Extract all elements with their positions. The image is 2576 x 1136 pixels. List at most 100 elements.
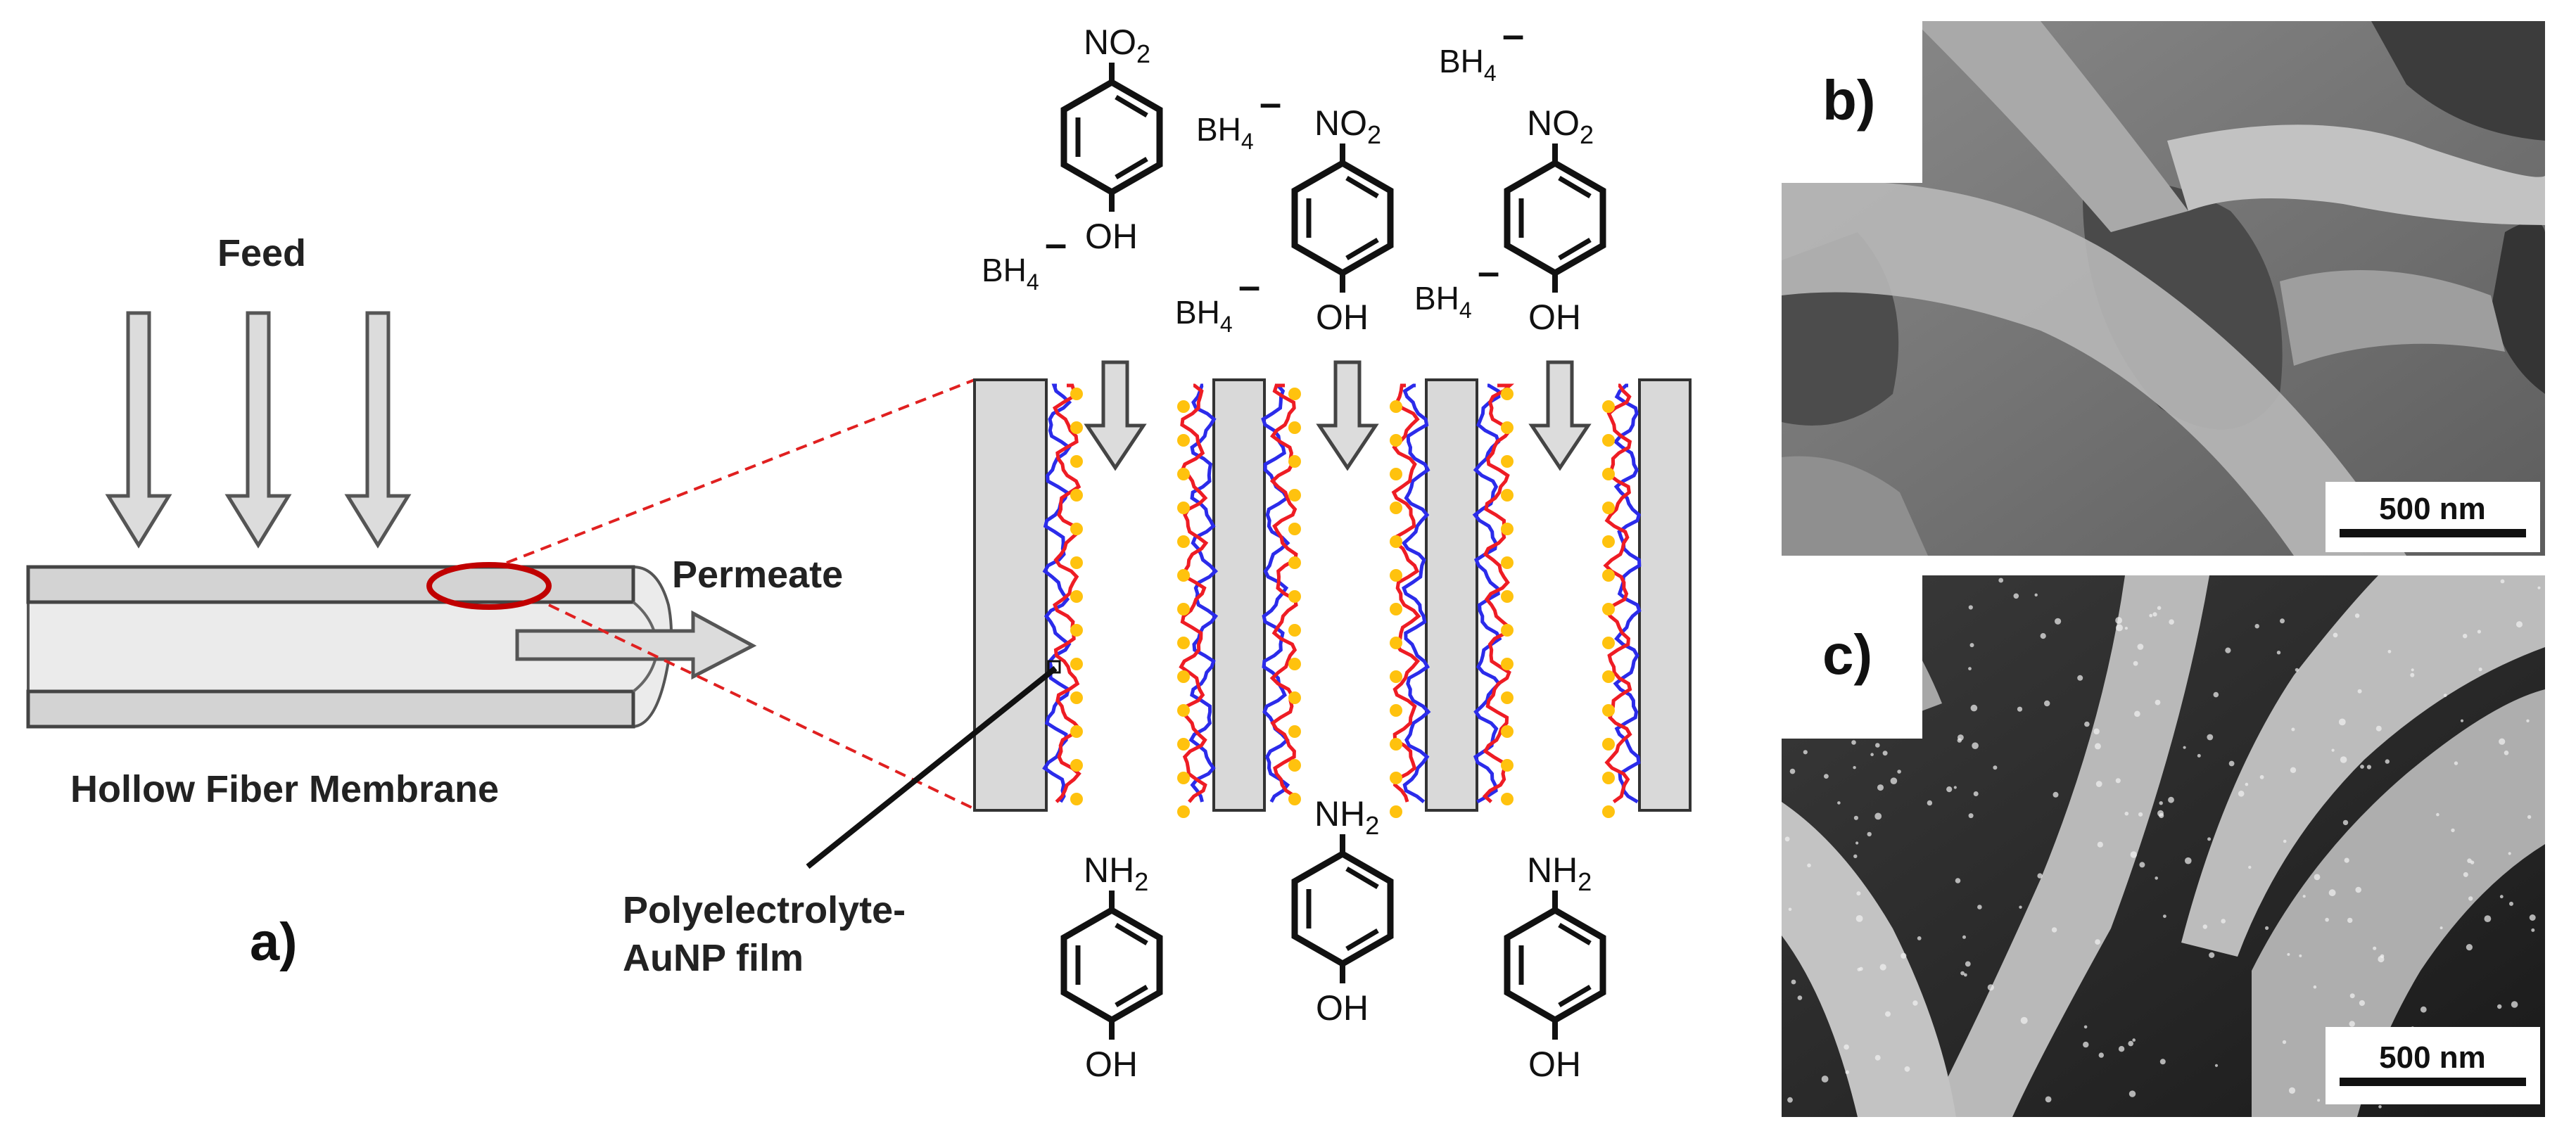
borohydride-2: BH4 – [1196, 80, 1281, 154]
sem-nanoparticle-dot [1874, 812, 1882, 820]
sem-nanoparticle-dot [1885, 1011, 1891, 1017]
gold-nanoparticle [1602, 502, 1615, 514]
gold-nanoparticle [1177, 670, 1190, 683]
sem-nanoparticle-dot [2221, 919, 2226, 924]
sem-nanoparticle-dot [2124, 627, 2128, 630]
sem-nanoparticle-dot [2470, 860, 2475, 864]
gold-nanoparticle [1288, 489, 1301, 502]
sem-nanoparticle-dot [1957, 738, 1962, 743]
gold-nanoparticle [1177, 468, 1190, 480]
sem-nanoparticle-dot [1912, 1000, 1918, 1006]
borohydride-3: BH4 – [1175, 263, 1260, 337]
sem-nanoparticle-dot [2034, 593, 2038, 596]
svg-text:OH: OH [1085, 1045, 1138, 1084]
sem-nanoparticle-dot [1824, 774, 1829, 779]
sem-nanoparticle-dot [2083, 1025, 2088, 1029]
sem-nanoparticle-dot [2159, 1059, 2166, 1065]
svg-text:–: – [1238, 263, 1260, 307]
gold-nanoparticle [1070, 793, 1083, 805]
sem-nanoparticle-dot [2516, 621, 2523, 628]
sem-nanoparticle-dot [2149, 613, 2153, 618]
sem-nanoparticle-dot [2202, 924, 2207, 929]
film-callout: Polyelectrolyte- AuNP film [623, 660, 1061, 979]
gold-nanoparticle [1602, 670, 1615, 683]
sem-nanoparticle-dot [2451, 828, 2455, 833]
sem-nanoparticle-dot [2115, 778, 2121, 784]
film-label-line-1: Polyelectrolyte- [623, 889, 906, 931]
flow-arrow-1 [1084, 360, 1147, 471]
sem-nanoparticle-dot [2387, 649, 2392, 653]
svg-text:NH2: NH2 [1314, 794, 1379, 840]
gold-nanoparticle [1177, 772, 1190, 784]
sem-nanoparticle-dot [2466, 944, 2473, 951]
sem-nanoparticle-dot [2288, 1087, 2296, 1094]
svg-text:–: – [1478, 249, 1499, 293]
sem-nanoparticle-dot [2134, 710, 2140, 717]
polyelectrolyte-chain [1391, 383, 1421, 803]
sem-nanoparticle-dot [2317, 1099, 2321, 1102]
gold-nanoparticle [1390, 535, 1402, 548]
sem-nanoparticle-dot [2342, 819, 2349, 826]
sem-nanoparticle-dot [1927, 800, 1933, 806]
sem-nanoparticle-dot [1879, 964, 1886, 971]
sem-nanoparticle-dot [2328, 889, 2336, 897]
svg-text:NH2: NH2 [1527, 850, 1592, 896]
gold-nanoparticle [1501, 691, 1514, 704]
hollow-fiber-membrane [26, 562, 673, 729]
gold-nanoparticle [1501, 523, 1514, 535]
gold-nanoparticle [1390, 670, 1402, 683]
sem-nanoparticle-dot [2159, 801, 2163, 805]
sem-nanoparticle-dot [2410, 672, 2415, 677]
sem-nanoparticle-dot [2347, 917, 2353, 924]
sem-nanoparticle-dot [2313, 985, 2317, 989]
sem-nanoparticle-dot [1821, 1076, 1829, 1083]
sem-nanoparticle-dot [2295, 668, 2299, 672]
sem-nanoparticle-dot [2340, 756, 2347, 763]
svg-text:OH: OH [1528, 298, 1581, 337]
aminophenol-molecule-2: NH2 OH [1295, 794, 1390, 1028]
pore-cross-section [973, 360, 1692, 818]
sem-nanoparticle-dot [2214, 1064, 2219, 1067]
sem-nanoparticle-dot [2378, 1105, 2382, 1109]
sem-nanoparticle-dot [2373, 946, 2377, 950]
sem-nanoparticle-dot [2439, 926, 2443, 930]
gold-nanoparticle [1390, 738, 1402, 751]
sem-nanoparticle-dot [1875, 743, 1880, 748]
sem-nanoparticle-dot [1882, 751, 1888, 756]
sem-nanoparticle-dot [1787, 1097, 1793, 1103]
sem-nanoparticle-dot [1968, 667, 1972, 670]
sem-nanoparticle-dot [1867, 831, 1872, 837]
gold-nanoparticle [1070, 759, 1083, 772]
sem-nanoparticle-dot [2349, 1021, 2355, 1027]
gold-nanoparticle [1070, 489, 1083, 502]
gold-nanoparticle [1288, 421, 1301, 434]
sem-nanoparticle-dot [2133, 660, 2138, 666]
svg-text:NO2: NO2 [1084, 23, 1150, 68]
sem-nanoparticle-dot [2159, 812, 2164, 819]
gold-nanoparticle [1288, 388, 1301, 400]
sem-nanoparticle-dot [1788, 907, 1792, 912]
sem-nanoparticle-dot [1993, 765, 1998, 770]
svg-text:BH4: BH4 [1175, 294, 1233, 337]
sem-nanoparticle-dot [1890, 777, 1898, 784]
sem-nanoparticle-dot [2302, 895, 2306, 898]
sem-nanoparticle-dot [2344, 857, 2349, 863]
polyelectrolyte-chain [1603, 383, 1632, 804]
sem-nanoparticle-dot [2526, 719, 2530, 722]
gold-nanoparticle [1390, 772, 1402, 784]
sem-nanoparticle-dot [2499, 895, 2504, 899]
aminophenol-molecule-3: NH2 OH [1507, 850, 1603, 1084]
panel-c: c) 500 nm [1782, 570, 2545, 1117]
gold-nanoparticle [1177, 502, 1190, 514]
gold-nanoparticle [1177, 805, 1190, 818]
nitrophenol-molecule-3: NO2 OH [1507, 103, 1603, 337]
zoom-lines [506, 378, 975, 810]
gold-nanoparticle [1501, 421, 1514, 434]
sem-nanoparticle-dot [1851, 740, 1856, 745]
gold-nanoparticle [1177, 637, 1190, 649]
sem-nanoparticle-dot [2040, 633, 2046, 639]
sem-image-b [1782, 21, 2545, 556]
sem-nanoparticle-dot [2499, 738, 2506, 745]
sem-nanoparticle-dot [1955, 878, 1961, 883]
sem-nanoparticle-dot [2354, 613, 2360, 618]
